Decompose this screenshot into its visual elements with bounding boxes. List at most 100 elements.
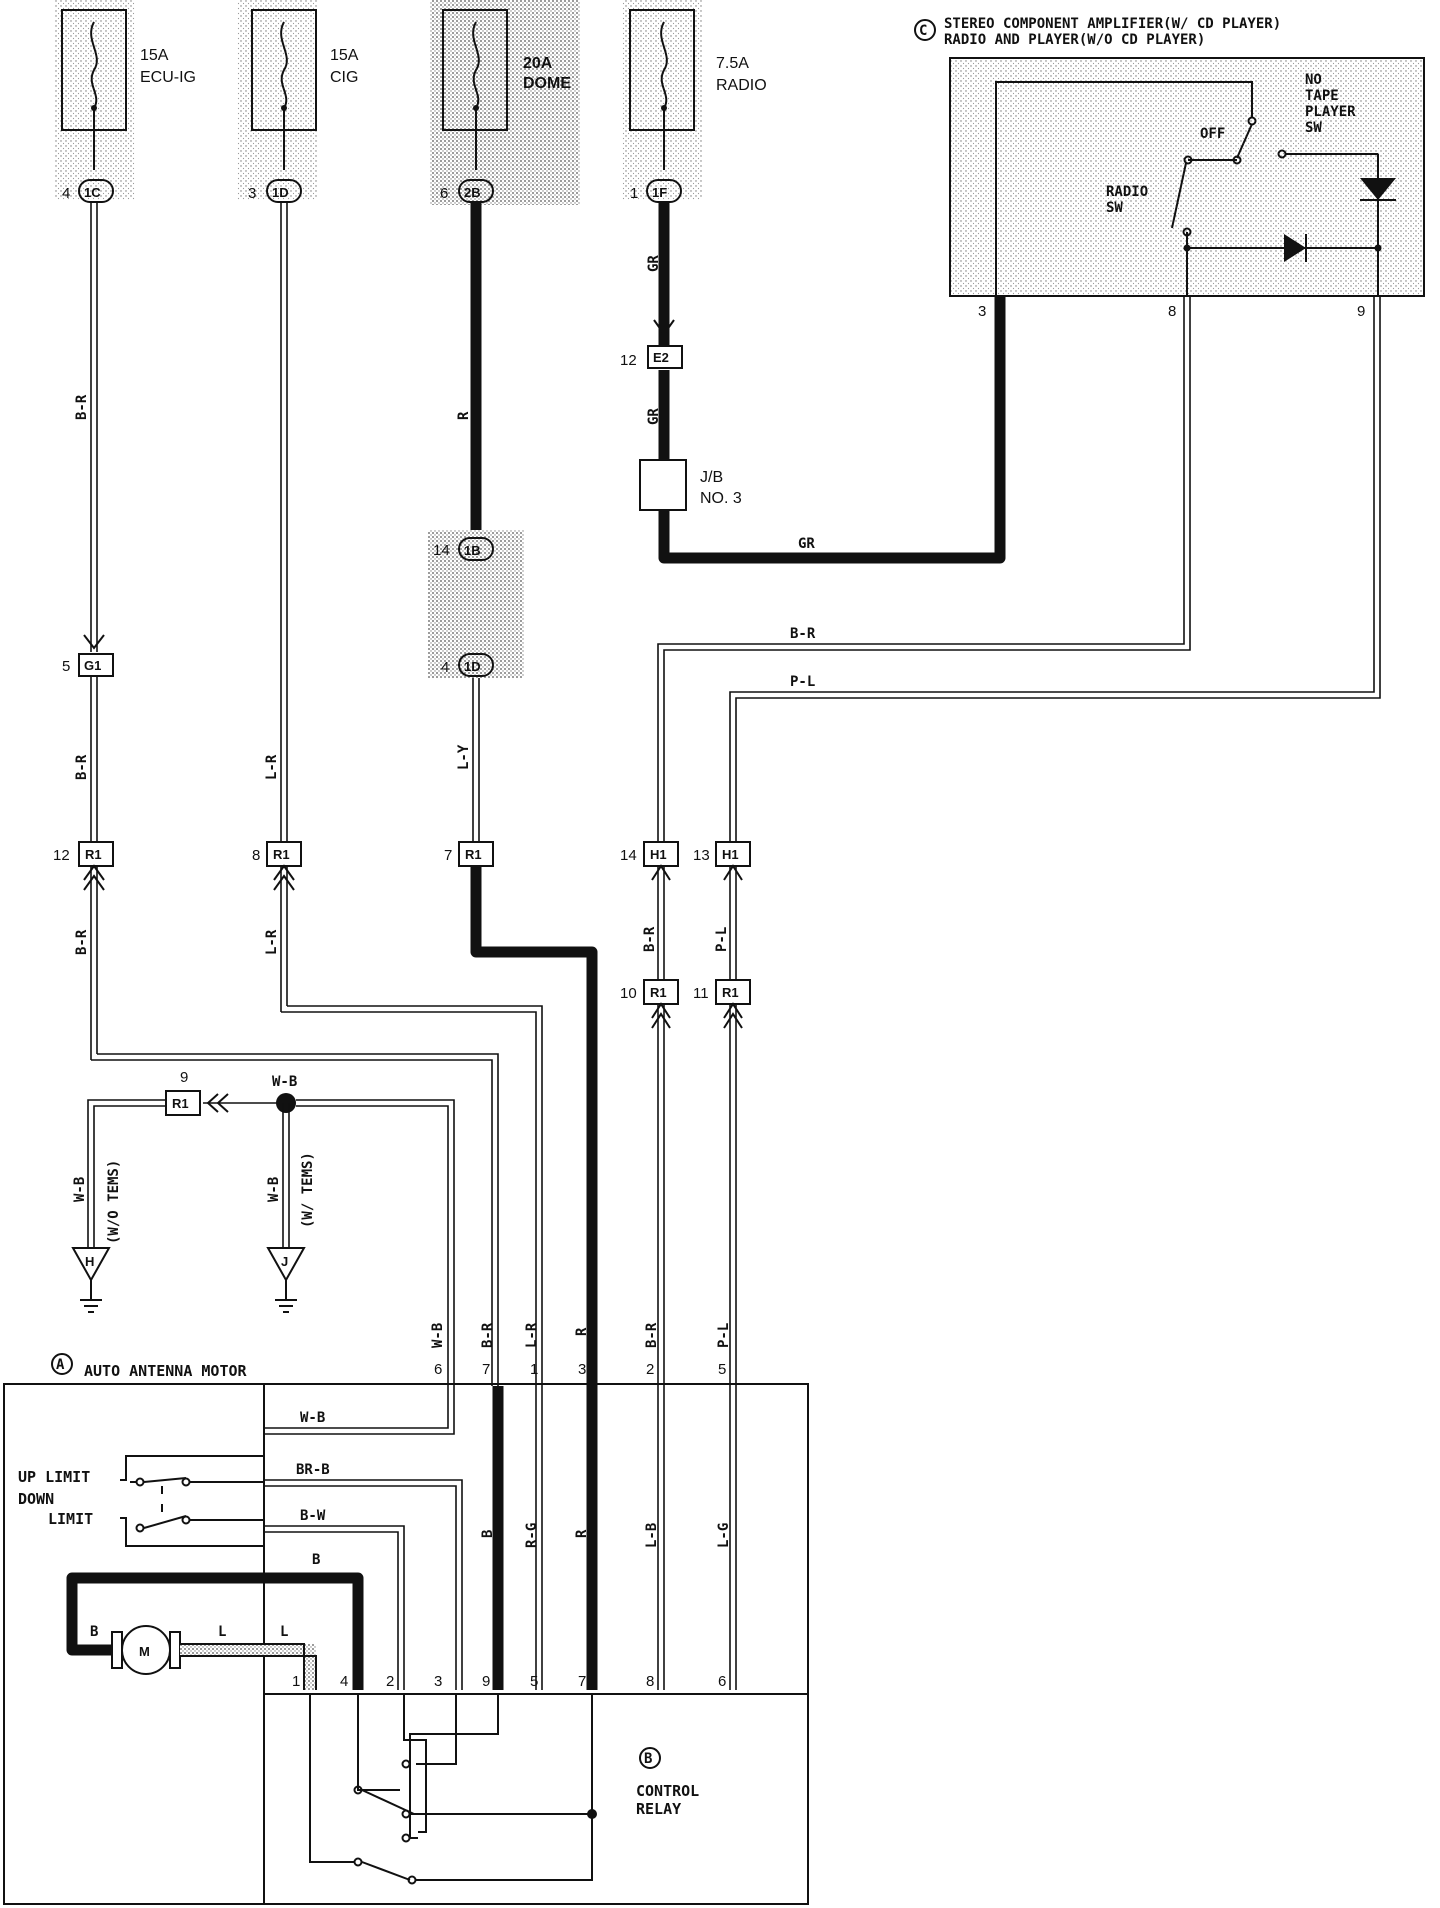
ground-h: H	[71, 1247, 111, 1313]
stereo-pin: 3	[978, 303, 986, 320]
fuse-pin: 4	[62, 185, 70, 202]
connector-e2: 12 E2	[620, 345, 683, 369]
connector-pin: 13	[693, 847, 710, 864]
wire-label: GR	[646, 255, 662, 272]
fuse-element-icon	[280, 21, 288, 109]
wire-label: W-B	[430, 1323, 446, 1348]
motor-badge: A	[56, 1357, 65, 1373]
fuse-rating: 7.5A	[716, 55, 749, 72]
wire-label: B	[90, 1624, 98, 1640]
wire-label: W-B	[300, 1410, 325, 1426]
wire-p-l-stereo	[723, 296, 1381, 1386]
fuse-connector: 1C	[84, 185, 101, 200]
fuse-name: CIG	[330, 69, 358, 86]
ground-j: J	[266, 1247, 306, 1313]
motor-pin: 6	[718, 1673, 726, 1690]
connector-pin: 14	[620, 847, 637, 864]
off-label: OFF	[1200, 126, 1225, 142]
wire-label: L-R	[264, 929, 280, 955]
connector-name: R1	[172, 1096, 189, 1111]
motor-pin: 3	[578, 1361, 586, 1378]
connector-pin: 12	[620, 352, 637, 369]
motor-badge-icon	[51, 1353, 73, 1375]
wire-b-r-ecu-ig	[83, 202, 499, 1386]
connector-name: R1	[273, 847, 290, 862]
down-limit-label: DOWN	[18, 1490, 54, 1508]
fuse-name: RADIO	[716, 77, 767, 94]
connector-pin: 5	[62, 658, 70, 675]
motor-pin: 5	[718, 1361, 726, 1378]
motor-pin: 4	[340, 1673, 348, 1690]
auto-antenna-motor: A AUTO ANTENNA MOTOR 6 7 1 3 2 5 W-B B R…	[3, 1353, 809, 1905]
radio-sw-label: SW	[1106, 200, 1123, 216]
wire-label: BR-B	[296, 1462, 330, 1478]
fuse-connector: 1D	[272, 185, 289, 200]
connector-pin: 9	[180, 1069, 188, 1086]
ground-icon	[266, 1247, 306, 1283]
motor-pin: 7	[578, 1673, 586, 1690]
ground-icon	[71, 1247, 111, 1283]
connector-name: R1	[722, 985, 739, 1000]
stereo-pin: 9	[1357, 303, 1365, 320]
motor-pin: 2	[386, 1673, 394, 1690]
wire-label: R	[574, 1529, 590, 1538]
fuse-radio: 7.5A RADIO 1 1F	[622, 0, 767, 203]
wire-label: B	[312, 1552, 320, 1568]
connector-1b-1d: 14 1B 4 1D	[428, 530, 524, 678]
wire-gr-radio	[653, 202, 1006, 564]
connector-name: G1	[84, 658, 101, 673]
wire-label: B-R	[74, 929, 90, 955]
wire-b-r-stereo	[651, 296, 1191, 1386]
connector-name: H1	[722, 847, 739, 862]
diode-icon	[1360, 178, 1396, 200]
jb-label: J/B	[700, 469, 723, 486]
junction-block-3: J/B NO. 3	[639, 459, 742, 511]
fuse-connector: 1F	[652, 185, 667, 200]
down-limit-label: LIMIT	[48, 1510, 93, 1528]
wire-label: GR	[798, 536, 815, 552]
wire-label: P-L	[790, 674, 815, 690]
relay-badge-icon	[639, 1747, 661, 1769]
ground-note: (W/O TEMS)	[106, 1160, 122, 1244]
wire-label: P-L	[714, 927, 730, 952]
wire-labels: B-R B-R B-R L-R L-R R L-Y GR GR GR B-R P…	[72, 255, 816, 1348]
up-limit-label: UP LIMIT	[18, 1468, 90, 1486]
wire-label: L	[218, 1624, 226, 1640]
wire-label: B-W	[300, 1508, 326, 1524]
fuse-element-icon	[90, 21, 98, 109]
no-tape-label: NO	[1305, 72, 1322, 88]
motor-symbol: M	[139, 1644, 150, 1659]
connector-pin: 7	[444, 847, 452, 864]
relay-badge: B	[644, 1751, 652, 1767]
wire-label: B-R	[74, 754, 90, 780]
connector-r1-row: 12 R1 8 R1 7 R1 14 H1 13 H1 10 R1 11 R1 …	[53, 841, 751, 1116]
connector-name: 1D	[464, 659, 481, 674]
diode-icon	[1284, 234, 1306, 262]
connector-name: R1	[650, 985, 667, 1000]
fuse-pin: 1	[630, 185, 638, 202]
fuse-pin: 3	[248, 185, 256, 202]
connector-pin: 11	[693, 985, 709, 1002]
motor-pin: 7	[482, 1361, 490, 1378]
connector-name: 1B	[464, 543, 481, 558]
wire-label: L-B	[644, 1523, 660, 1548]
connector-name: H1	[650, 847, 667, 862]
fuse-dome: 20A DOME 6 2B	[430, 0, 580, 205]
motor-pin: 9	[482, 1673, 490, 1690]
motor-pin: 1	[292, 1673, 300, 1690]
stereo-subtitle: RADIO AND PLAYER(W/O CD PLAYER)	[944, 32, 1205, 48]
relay-label: RELAY	[636, 1800, 681, 1818]
wire-label: W-B	[272, 1074, 297, 1090]
connector-name: E2	[653, 350, 669, 365]
ground-note: (W/ TEMS)	[300, 1152, 316, 1228]
connector-name: R1	[465, 847, 482, 862]
no-tape-label: SW	[1305, 120, 1322, 136]
fuse-element-icon	[472, 21, 480, 109]
fuse-element-icon	[660, 21, 668, 109]
connector-pin: 4	[441, 659, 449, 676]
motor-pin: 3	[434, 1673, 442, 1690]
stereo-badge-icon	[914, 19, 936, 41]
fuse-connector: 2B	[464, 185, 481, 200]
stereo-badge: C	[919, 23, 927, 39]
